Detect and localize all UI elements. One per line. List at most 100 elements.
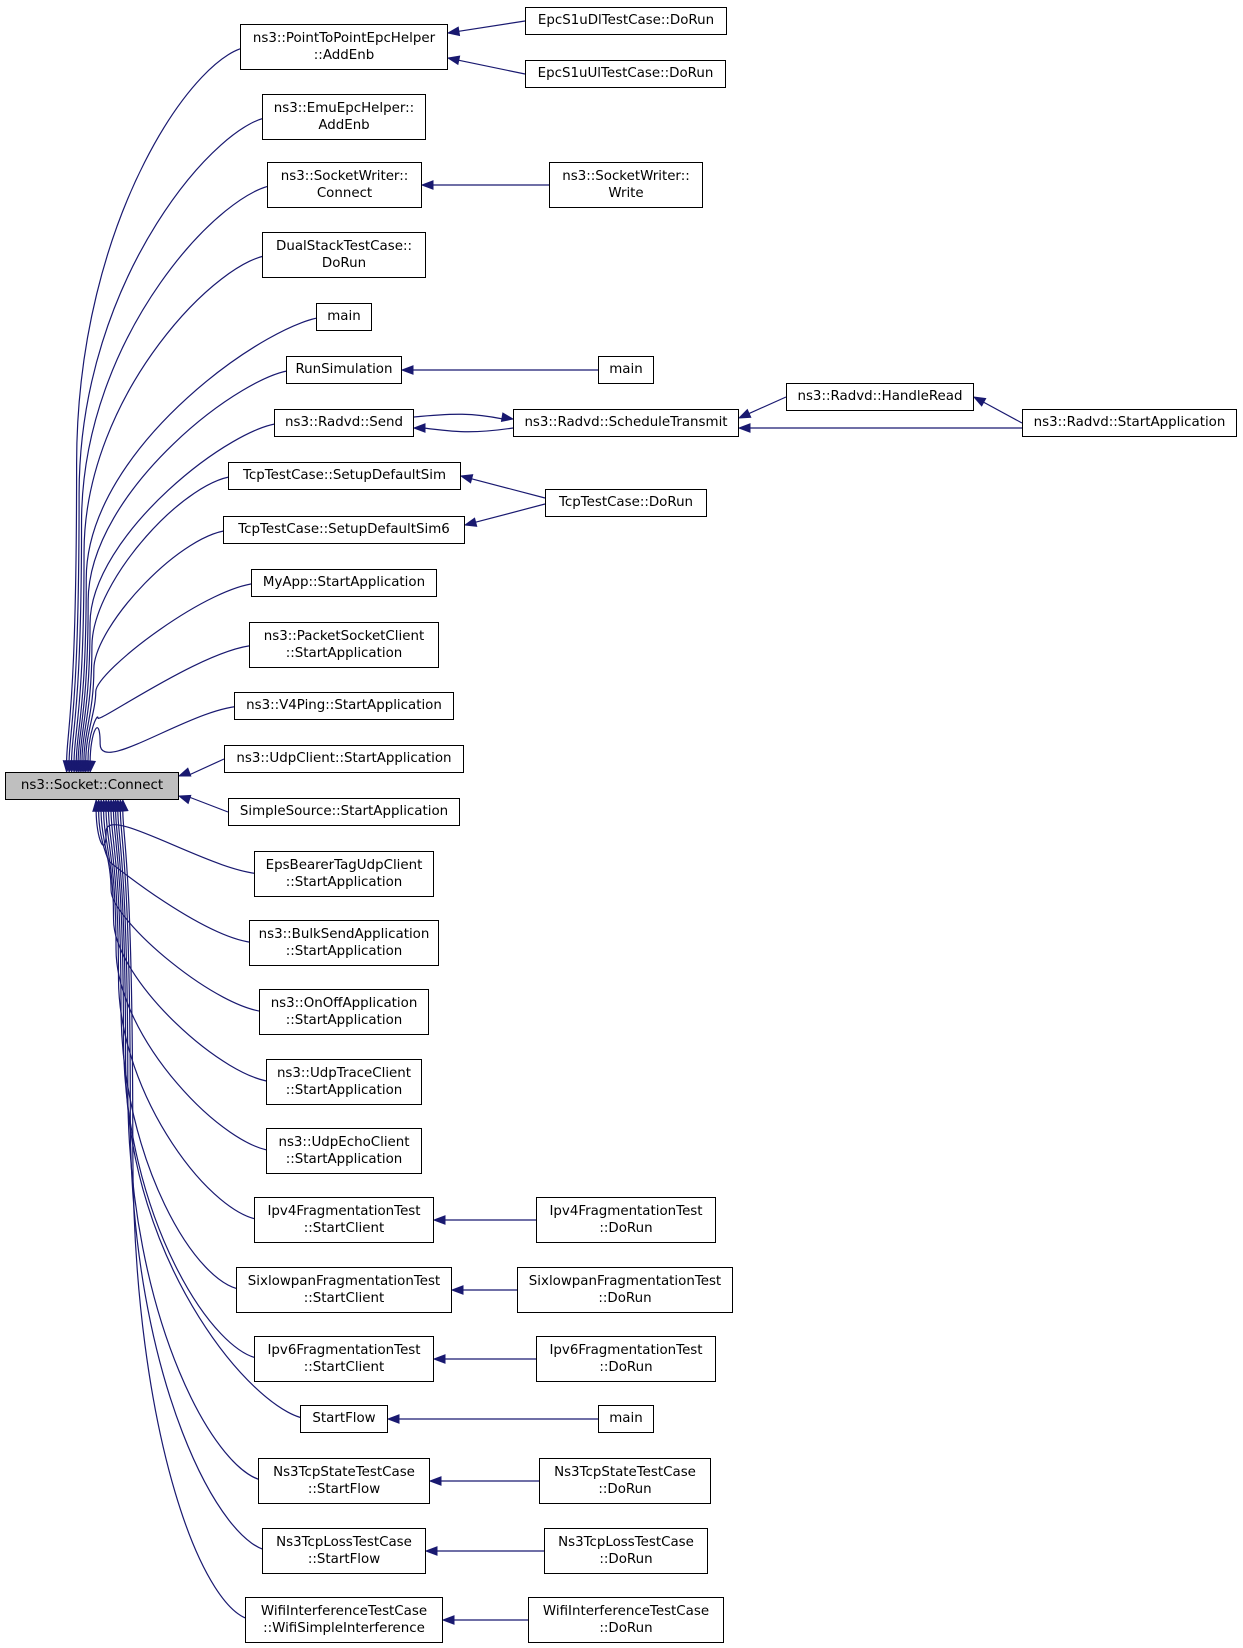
node-dualstacktestcase-dorun[interactable]: DualStackTestCase::DoRun xyxy=(262,232,426,278)
node-ns3-socketwriter-write[interactable]: ns3::SocketWriter::Write xyxy=(549,162,703,208)
node-tcptestcase-dorun[interactable]: TcpTestCase::DoRun xyxy=(545,489,707,517)
node-label: main xyxy=(327,309,361,325)
node-startflow[interactable]: StartFlow xyxy=(300,1405,388,1433)
edge-n5-to-n0 xyxy=(70,184,278,763)
node-ns3-socketwriter-connect[interactable]: ns3::SocketWriter::Connect xyxy=(267,162,422,208)
node-sixlowpanfragmentationtest-startclient[interactable]: SixlowpanFragmentationTest::StartClient xyxy=(236,1267,452,1313)
node-label: AddEnb xyxy=(318,118,370,133)
node-label: ns3::SocketWriter:: xyxy=(280,168,409,184)
node-label: ns3::UdpClient::StartApplication xyxy=(236,751,452,767)
node-label: main xyxy=(609,1411,643,1427)
node-ns3-onoffapplication-startapplication[interactable]: ns3::OnOffApplication::StartApplication xyxy=(259,989,429,1035)
node-label: ::StartClient xyxy=(303,1291,385,1306)
node-label: ::DoRun xyxy=(598,1482,652,1497)
node-ipv4fragmentationtest-startclient[interactable]: Ipv4FragmentationTest::StartClient xyxy=(254,1197,434,1243)
edge-n19-to-n0 xyxy=(87,644,260,763)
node-ns3-v4ping-startapplication[interactable]: ns3::V4Ping::StartApplication xyxy=(234,692,454,720)
node-ns3-udptraceclient-startapplication[interactable]: ns3::UdpTraceClient::StartApplication xyxy=(266,1059,422,1105)
node-label: ns3::Radvd::HandleRead xyxy=(797,389,963,405)
edge-n35-to-n34-arrow xyxy=(386,1414,400,1424)
node-ns3tcplosstestcase-startflow[interactable]: Ns3TcpLossTestCase::StartFlow xyxy=(262,1528,426,1574)
node-label: ::StartApplication xyxy=(285,646,403,661)
node-tcptestcase-setupdefaultsim[interactable]: TcpTestCase::SetupDefaultSim xyxy=(228,462,461,490)
node-label: Ns3TcpStateTestCase xyxy=(554,1464,696,1480)
node-ipv4fragmentationtest-dorun[interactable]: Ipv4FragmentationTest::DoRun xyxy=(536,1197,716,1243)
node-main[interactable]: main xyxy=(598,356,654,384)
edge-n22-to-n0-arrow xyxy=(177,794,192,805)
node-label: ::DoRun xyxy=(599,1221,653,1236)
edge-n14-to-n12-arrow xyxy=(737,423,751,433)
node-ns3-emuepchelper-addenb[interactable]: ns3::EmuEpcHelper::AddEnb xyxy=(262,94,426,140)
node-ns3-radvd-send[interactable]: ns3::Radvd::Send xyxy=(274,409,414,437)
node-label: SixlowpanFragmentationTest xyxy=(528,1273,722,1289)
edge-n21-to-n0-arrow xyxy=(177,767,192,777)
edge-n39-to-n38-arrow xyxy=(424,1546,438,1556)
node-ns3tcplosstestcase-dorun[interactable]: Ns3TcpLossTestCase::DoRun xyxy=(544,1528,708,1574)
node-runsimulation[interactable]: RunSimulation xyxy=(286,356,402,384)
edge-n20-to-n0 xyxy=(89,705,245,763)
node-ns3tcpstatetestcase-startflow[interactable]: Ns3TcpStateTestCase::StartFlow xyxy=(258,1458,430,1504)
node-ipv6fragmentationtest-dorun[interactable]: Ipv6FragmentationTest::DoRun xyxy=(536,1336,716,1382)
node-label: EpcS1uDlTestCase::DoRun xyxy=(537,13,715,29)
node-label: ::DoRun xyxy=(599,1621,653,1636)
node-label: MyApp::StartApplication xyxy=(262,575,426,591)
root-node-ns3-socket-connect[interactable]: ns3::Socket::Connect xyxy=(5,772,179,800)
node-label: ::DoRun xyxy=(598,1291,652,1306)
node-label: ns3::PacketSocketClient xyxy=(263,628,425,644)
node-ipv6fragmentationtest-startclient[interactable]: Ipv6FragmentationTest::StartClient xyxy=(254,1336,434,1382)
node-ns3-udpechoclient-startapplication[interactable]: ns3::UdpEchoClient::StartApplication xyxy=(266,1128,422,1174)
node-label: TcpTestCase::SetupDefaultSim6 xyxy=(238,522,450,538)
node-label: ::StartApplication xyxy=(285,1013,403,1028)
edge-n17-to-n0 xyxy=(83,529,234,763)
node-ns3-radvd-startapplication[interactable]: ns3::Radvd::StartApplication xyxy=(1022,409,1237,437)
edge-n18-to-n0 xyxy=(85,582,262,763)
node-wifiinterferencetestcase-dorun[interactable]: WifiInterferenceTestCase::DoRun xyxy=(528,1597,724,1643)
node-wifiinterferencetestcase-wifisimpleinterference[interactable]: WifiInterferenceTestCase::WifiSimpleInte… xyxy=(245,1597,443,1643)
node-ns3-bulksendapplication-startapplication[interactable]: ns3::BulkSendApplication::StartApplicati… xyxy=(249,920,439,966)
edge-n10-to-n9-arrow xyxy=(400,365,414,375)
node-label: Ipv4FragmentationTest xyxy=(549,1203,703,1219)
edge-n33-to-n32-arrow xyxy=(432,1354,446,1364)
node-sixlowpanfragmentationtest-dorun[interactable]: SixlowpanFragmentationTest::DoRun xyxy=(517,1267,733,1313)
node-ns3-radvd-scheduletransmit[interactable]: ns3::Radvd::ScheduleTransmit xyxy=(513,409,739,437)
node-label: ::StartApplication xyxy=(285,944,403,959)
node-tcptestcase-setupdefaultsim6[interactable]: TcpTestCase::SetupDefaultSim6 xyxy=(223,516,465,544)
node-label: SixlowpanFragmentationTest xyxy=(247,1273,441,1289)
edge-n37-to-n36-arrow xyxy=(428,1476,442,1486)
node-ns3-udpclient-startapplication[interactable]: ns3::UdpClient::StartApplication xyxy=(224,745,464,773)
edge-n40-to-n0 xyxy=(122,809,256,1621)
edge-n14-to-n13 xyxy=(982,401,1023,424)
edge-n21-to-n0 xyxy=(188,758,225,776)
node-main[interactable]: main xyxy=(598,1405,654,1433)
node-label: RunSimulation xyxy=(295,362,393,378)
node-label: ns3::Radvd::StartApplication xyxy=(1033,415,1226,431)
node-label: ::StartApplication xyxy=(285,875,403,890)
node-simplesource-startapplication[interactable]: SimpleSource::StartApplication xyxy=(228,798,460,826)
edge-n11-to-n12-arrow xyxy=(500,412,515,422)
node-label: Ipv6FragmentationTest xyxy=(549,1342,703,1358)
node-label: ns3::EmuEpcHelper:: xyxy=(273,100,415,116)
node-ns3-pointtopointepchelper-addenb[interactable]: ns3::PointToPointEpcHelper::AddEnb xyxy=(240,24,448,70)
edge-n30-to-n0 xyxy=(110,809,247,1291)
node-ns3-radvd-handleread[interactable]: ns3::Radvd::HandleRead xyxy=(786,383,974,411)
node-label: EpsBearerTagUdpClient xyxy=(265,857,423,873)
node-myapp-startapplication[interactable]: MyApp::StartApplication xyxy=(251,569,437,597)
node-label: Write xyxy=(608,186,644,201)
node-main[interactable]: main xyxy=(316,303,372,331)
edge-n41-to-n40-arrow xyxy=(441,1615,455,1625)
node-epcs1uultestcase-dorun[interactable]: EpcS1uUlTestCase::DoRun xyxy=(525,60,726,88)
edge-n3-to-n1 xyxy=(457,59,526,75)
edge-n16-to-n15 xyxy=(470,477,546,499)
node-epsbearertagudpclient-startapplication[interactable]: EpsBearerTagUdpClient::StartApplication xyxy=(254,851,434,897)
node-label: ns3::Socket::Connect xyxy=(20,778,164,794)
node-ns3-packetsocketclient-startapplication[interactable]: ns3::PacketSocketClient::StartApplicatio… xyxy=(249,622,439,668)
node-label: ::StartFlow xyxy=(307,1552,381,1567)
node-label: TcpTestCase::DoRun xyxy=(558,495,694,511)
node-ns3tcpstatetestcase-dorun[interactable]: Ns3TcpStateTestCase::DoRun xyxy=(539,1458,711,1504)
node-label: ns3::UdpEchoClient xyxy=(278,1134,410,1150)
node-epcs1udltestcase-dorun[interactable]: EpcS1uDlTestCase::DoRun xyxy=(525,7,727,35)
edge-n15-to-n0 xyxy=(81,475,239,763)
node-label: ::StartClient xyxy=(303,1360,385,1375)
